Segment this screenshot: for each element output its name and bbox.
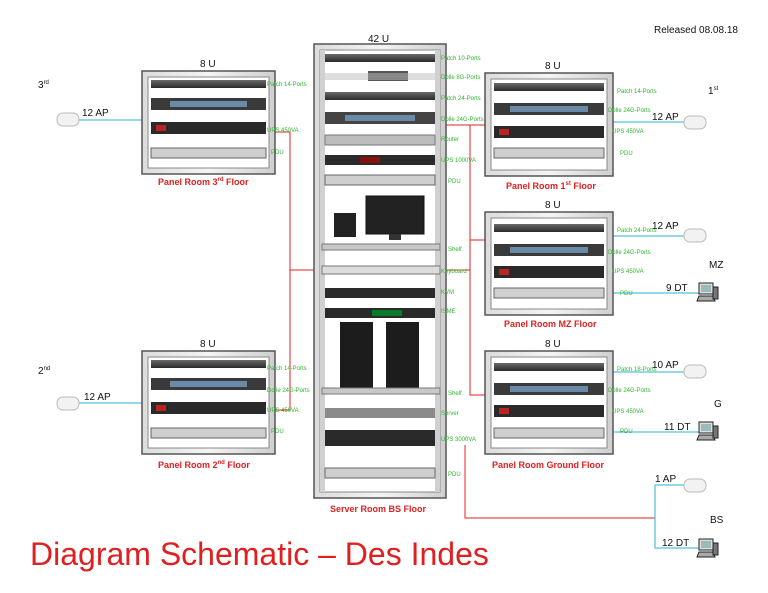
rack-units: 8 U [200, 59, 216, 70]
server-label: Shelf [448, 247, 462, 253]
rack-label: Patch 14-Ports [267, 82, 307, 88]
rack-label: Patch 14-Ports [617, 89, 657, 95]
server-label: UPS 1000VA [441, 158, 476, 164]
access-point-icon [56, 112, 80, 127]
ap-count: 1 AP [655, 474, 676, 485]
floor-label: G [714, 399, 722, 410]
server-label: PDU [448, 179, 461, 185]
floor-label: MZ [709, 260, 723, 271]
dt-count: 12 DT [662, 538, 689, 549]
rack-label: UPS 450VA [612, 409, 644, 415]
server-rack-units: 42 U [368, 34, 389, 45]
rack-ground: 8 U Patch 18-Ports Dolle 24G-Ports UPS 4… [484, 339, 657, 470]
rack-units: 8 U [545, 61, 561, 72]
rack-label: UPS 450VA [267, 128, 299, 134]
floor-label: 1st [708, 86, 719, 97]
ap-count: 10 AP [652, 360, 679, 371]
desktop-icon [696, 421, 719, 441]
rack-floor-2: 8 U Patch 14-Ports Dolle 24G-Ports UPS 4… [141, 339, 310, 470]
rack-label: PDU [271, 150, 284, 156]
access-point-icon [683, 364, 707, 379]
server-label: Patch 24-Ports [441, 96, 481, 102]
rack-label: PDU [271, 429, 284, 435]
desktop-icon [696, 538, 719, 558]
rack-label: PDU [620, 291, 633, 297]
rack-floor-3: 8 U Patch 14-Ports UPS 450VA PDU Panel R… [141, 59, 307, 187]
ap-count: 12 AP [82, 108, 109, 119]
server-room-rack: 42 U Server Room BS Floor [313, 34, 447, 514]
diagram-title: Diagram Schematic – Des Indes [30, 536, 489, 572]
server-label: Shelf [448, 391, 462, 397]
access-point-icon [56, 396, 80, 411]
released-date: Released 08.08.18 [654, 25, 738, 36]
rack-label: PDU [620, 429, 633, 435]
rack-units: 8 U [200, 339, 216, 350]
access-point-icons [56, 112, 707, 493]
server-label: Patch 10-Ports [441, 56, 481, 62]
floor-labels: 3rd 2nd 1st MZ G BS 12 AP 12 AP 12 AP 12… [38, 80, 724, 549]
rack-floor-1: 8 U Patch 14-Ports Dolle 24G-Ports UPS 4… [484, 61, 657, 191]
rack-label: UPS 450VA [267, 408, 299, 414]
access-point-icon [683, 478, 707, 493]
ap-count: 12 AP [652, 112, 679, 123]
rack-label: UPS 450VA [612, 269, 644, 275]
server-label: Dolle 24G-Ports [441, 117, 484, 123]
server-room-labels: Patch 10-Ports Dolle 8G-Ports Patch 24-P… [441, 56, 484, 478]
access-point-icon [683, 228, 707, 243]
rack-name: Panel Room 2nd Floor [158, 460, 250, 470]
server-label: PDU [448, 472, 461, 478]
rack-name: Panel Room 1st Floor [506, 181, 596, 191]
rack-label: Dolle 24G-Ports [608, 108, 651, 114]
rack-label: Dolle 24G-Ports [608, 250, 651, 256]
rack-label: Dolle 24G-Ports [608, 388, 651, 394]
floor-label: 3rd [38, 80, 49, 91]
rack-label: Patch 18-Ports [617, 367, 657, 373]
dt-count: 11 DT [664, 422, 691, 433]
red-links [275, 124, 655, 519]
rack-units: 8 U [545, 339, 561, 350]
rack-label: Patch 14-Ports [267, 366, 307, 372]
server-label: UPS 3000VA [441, 437, 476, 443]
rack-units: 8 U [545, 200, 561, 211]
server-label: Keyboard [441, 269, 467, 275]
desktop-icon [696, 282, 719, 302]
ap-count: 12 AP [652, 221, 679, 232]
desktop-icons [696, 282, 719, 558]
dt-count: 9 DT [666, 283, 688, 294]
server-label: KVM [441, 290, 454, 296]
rack-label: Patch 24-Ports [617, 228, 657, 234]
access-point-icon [683, 115, 707, 130]
rack-name: Panel Room 3rd Floor [158, 177, 249, 187]
server-label: Server [441, 411, 459, 417]
floor-label: 2nd [38, 366, 50, 377]
rack-mz: 8 U Patch 24-Ports Dolle 24G-Ports UPS 4… [484, 200, 657, 329]
rack-name: Panel Room MZ Floor [504, 319, 597, 329]
server-label: ISME [441, 309, 456, 315]
ap-count: 12 AP [84, 392, 111, 403]
server-label: Router [441, 137, 459, 143]
server-rack-name: Server Room BS Floor [330, 504, 427, 514]
server-label: Dolle 8G-Ports [441, 75, 480, 81]
rack-label: Dolle 24G-Ports [267, 388, 310, 394]
rack-label: PDU [620, 151, 633, 157]
rack-label: UPS 450VA [612, 129, 644, 135]
floor-label: BS [710, 515, 724, 526]
rack-name: Panel Room Ground Floor [492, 460, 604, 470]
